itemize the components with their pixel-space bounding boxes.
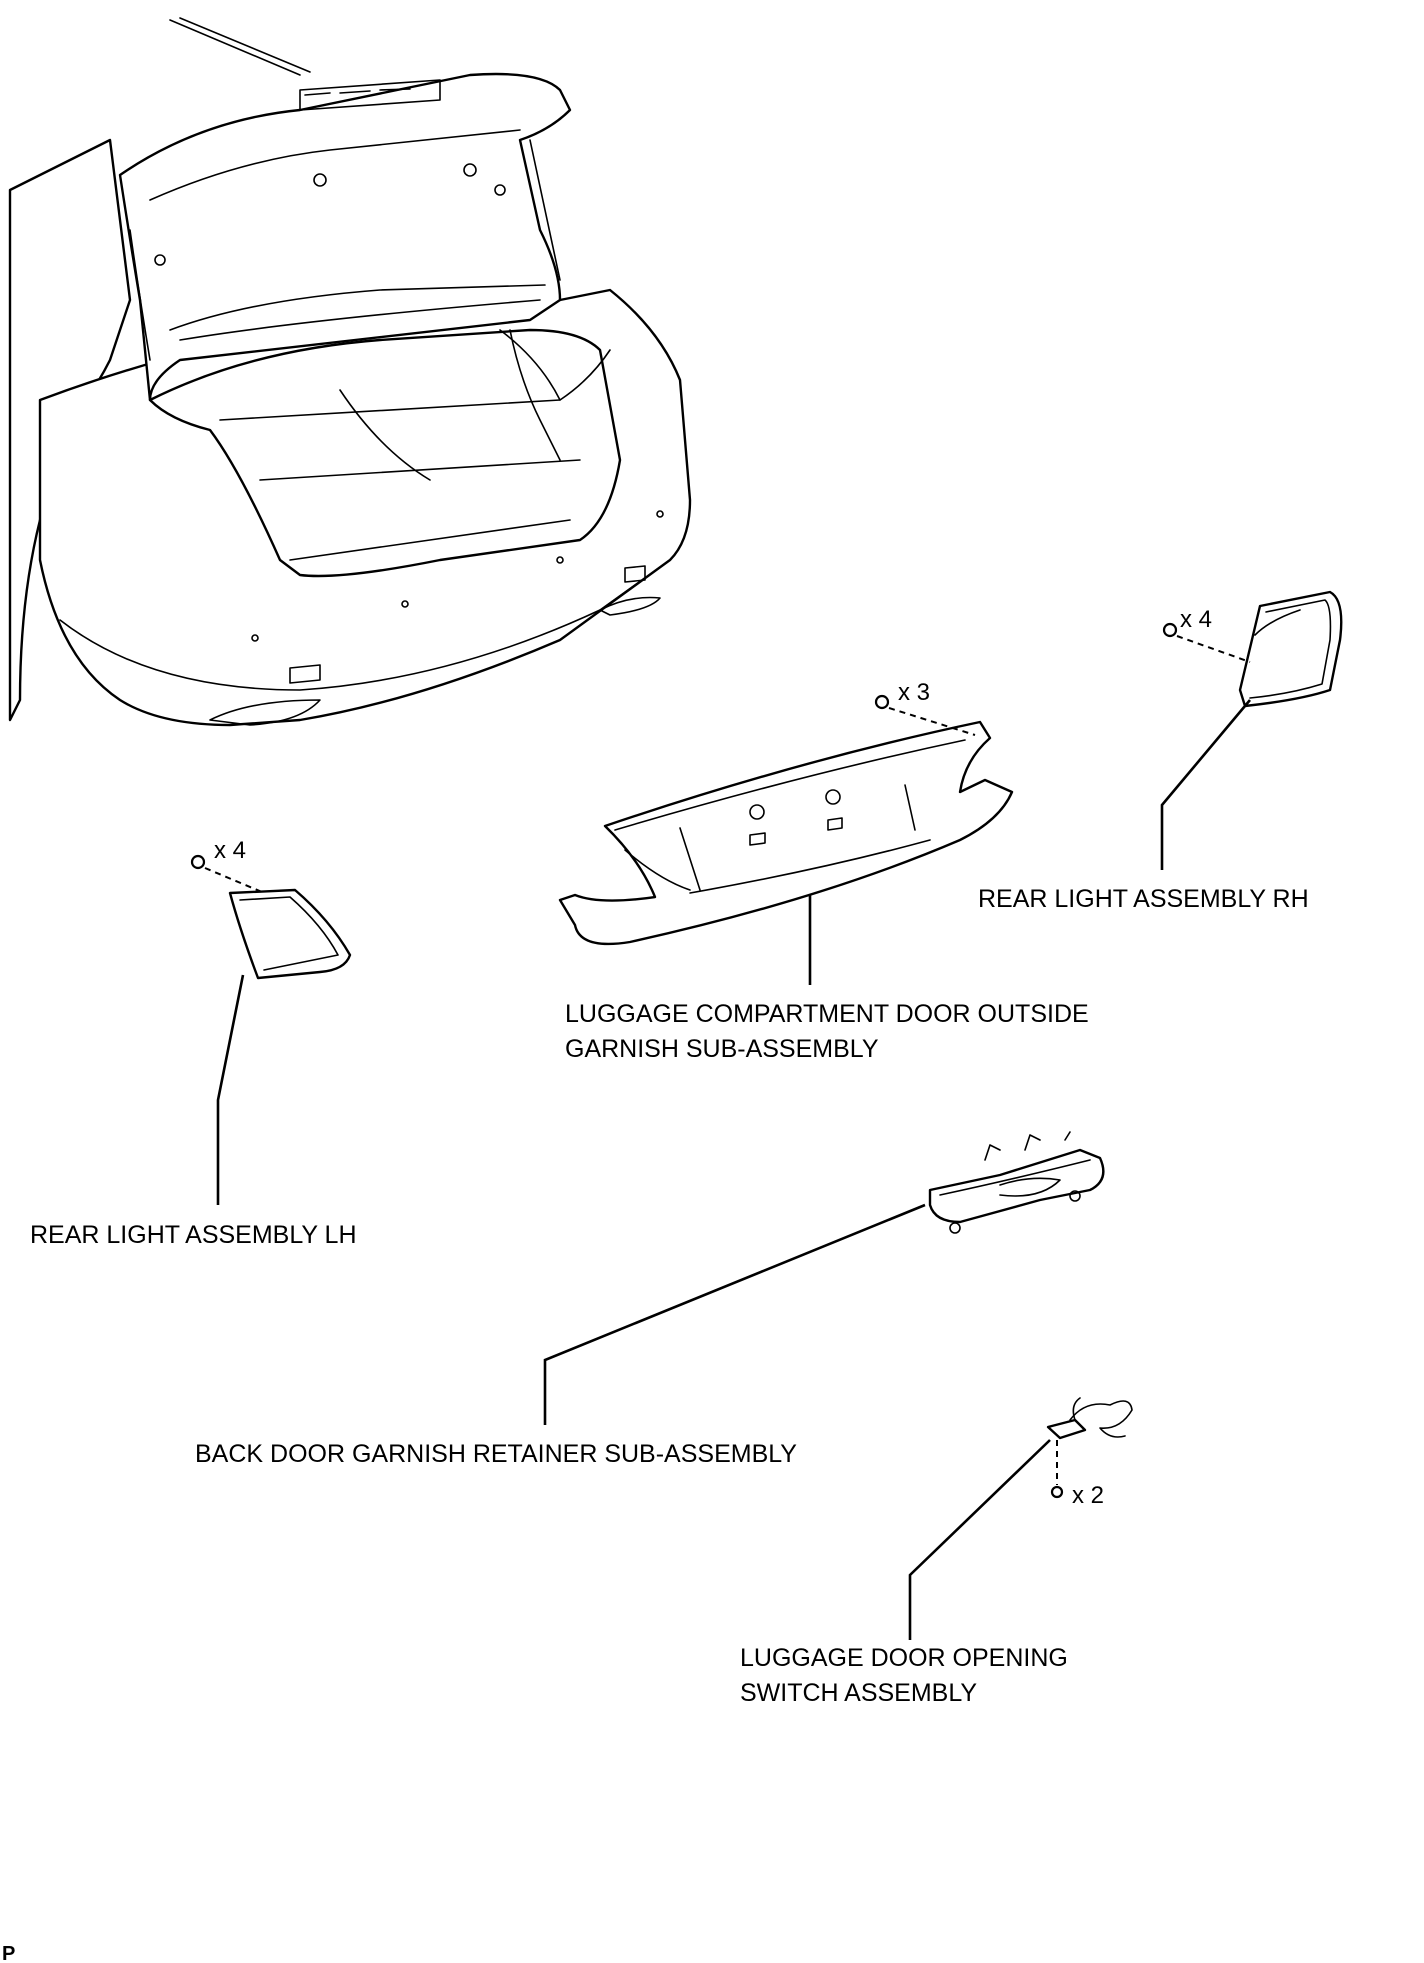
garnish-part [558,720,1014,946]
lh-nut-icon [190,854,206,870]
switch-screw-icon [1050,1485,1064,1499]
switch-screw-quantity: x 2 [1072,1482,1104,1509]
switch-part [1046,1397,1133,1440]
retainer-label: BACK DOOR GARNISH RETAINER SUB-ASSEMBLY [195,1440,797,1468]
garnish-label-line2: GARNISH SUB-ASSEMBLY [565,1035,879,1063]
switch-label-line1: LUGGAGE DOOR OPENING [740,1644,1068,1672]
lh-nut-quantity: x 4 [214,837,246,864]
rear-light-lh-part [228,888,352,980]
retainer-part [928,1131,1105,1234]
rear-light-rh-part [1238,590,1343,708]
garnish-nut-quantity: x 3 [898,679,930,706]
corner-mark: P [2,1943,15,1963]
vehicle-rear-illustration [8,17,692,727]
switch-label-line2: SWITCH ASSEMBLY [740,1679,977,1707]
garnish-label-line1: LUGGAGE COMPARTMENT DOOR OUTSIDE [565,1000,1089,1028]
rh-nut-quantity: x 4 [1180,606,1212,633]
garnish-nut-icon [874,694,890,710]
rear-light-rh-label: REAR LIGHT ASSEMBLY RH [978,885,1309,913]
rh-nut-icon [1162,622,1178,638]
rear-light-lh-label: REAR LIGHT ASSEMBLY LH [30,1221,357,1249]
